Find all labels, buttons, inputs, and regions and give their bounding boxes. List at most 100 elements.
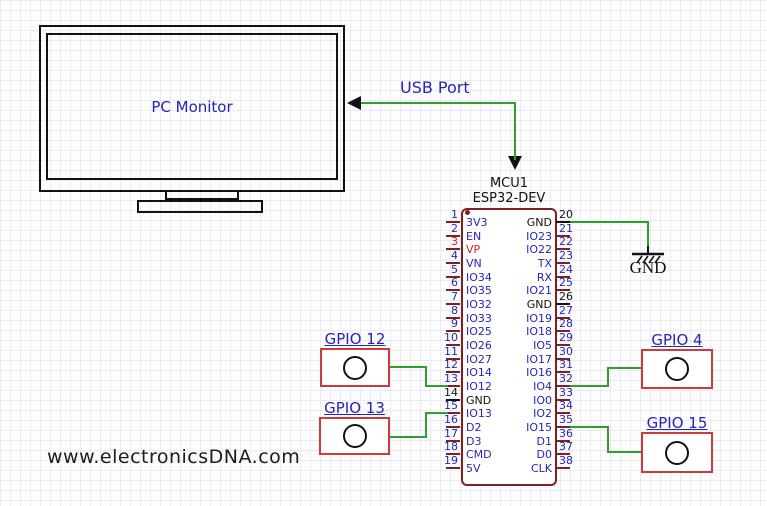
gpio15-box (641, 432, 713, 473)
wire-gpio13-b (425, 412, 427, 438)
gpio15-pad-circle (665, 440, 689, 465)
wire-gnd-stem (647, 246, 649, 254)
pin-stub-27 (556, 316, 570, 319)
pin-stub-7 (446, 303, 460, 306)
wire-gpio12-c (425, 385, 448, 387)
pin-number-23: 23 (559, 249, 573, 262)
pin-number-15: 15 (444, 399, 458, 413)
pin-number-16: 16 (444, 413, 458, 427)
mcu-value: ESP32-DEV (472, 191, 546, 206)
pin-stub-20 (556, 221, 570, 223)
wire-usb-v (514, 102, 516, 160)
wire-gpio13-a (390, 436, 427, 438)
pin-stub-17 (446, 439, 460, 442)
pin-number-20: 20 (559, 208, 573, 221)
pin-stub-34 (556, 412, 570, 415)
pin-name-io22: IO22 (526, 243, 552, 257)
pin-stub-24 (556, 275, 570, 278)
pin-name-io5: IO5 (533, 339, 552, 353)
gpio12-label: GPIO 12 (324, 330, 386, 348)
gpio15-label: GPIO 15 (646, 414, 708, 432)
pin-number-18: 18 (444, 440, 458, 454)
pin-number-22: 22 (559, 235, 573, 249)
pin-stub-28 (556, 330, 570, 333)
pin-name-io33: IO33 (466, 311, 492, 325)
pin-stub-23 (556, 262, 570, 264)
pin-number-19: 19 (444, 454, 458, 468)
pin-stub-29 (556, 344, 570, 347)
pin-name-io34: IO34 (466, 270, 492, 284)
pin-number-8: 8 (451, 303, 458, 317)
pin-name-io19: IO19 (526, 311, 552, 325)
pin-name-vp: VP (466, 243, 481, 257)
pin-number-5: 5 (451, 262, 458, 276)
pin-name-vn: VN (466, 257, 482, 270)
pin-name-io27: IO27 (466, 352, 492, 366)
wire-gnd-h (570, 221, 649, 223)
pin-number-7: 7 (451, 290, 458, 304)
pin-stub-21 (556, 234, 570, 237)
pin-number-30: 30 (559, 344, 573, 358)
gpio4-label: GPIO 4 (651, 331, 703, 349)
pc-monitor-stand-neck (165, 192, 239, 200)
arrowhead-down-icon (508, 156, 522, 170)
gpio4-box (641, 349, 713, 389)
pin-name-io16: IO16 (526, 366, 552, 380)
pin-name-io25: IO25 (466, 325, 492, 339)
pin-name-clk: CLK (530, 462, 552, 476)
pin-name-rx: RX (536, 270, 552, 284)
pin-number-9: 9 (451, 317, 458, 331)
pin-stub-32 (556, 385, 570, 388)
pin-name-d3: D3 (466, 434, 482, 448)
pin-number-21: 21 (559, 221, 573, 235)
pc-monitor-frame (39, 25, 345, 192)
pin-stub-2 (446, 234, 460, 237)
pin-name-io4: IO4 (533, 380, 552, 394)
pin-name-io17: IO17 (526, 352, 552, 366)
pin-stub-9 (446, 330, 460, 333)
pin-name-gnd: GND (466, 393, 492, 407)
pin-stub-1 (446, 221, 460, 223)
pin-number-11: 11 (444, 344, 458, 358)
pin-number-10: 10 (444, 331, 458, 345)
pin-stub-11 (446, 357, 460, 360)
gpio12-box (320, 348, 390, 387)
pin-stub-31 (556, 371, 570, 374)
wire-usb-h (361, 102, 516, 104)
wire-gpio15-c (607, 451, 643, 453)
pin-number-29: 29 (559, 331, 573, 345)
pin-number-24: 24 (559, 262, 573, 276)
pin-stub-12 (446, 371, 460, 374)
pin-name-d0: D0 (536, 448, 552, 462)
esp32-chip-body (461, 208, 557, 486)
pin-stub-22 (556, 248, 570, 251)
pin-number-26: 26 (559, 290, 573, 304)
pin-stub-35 (556, 426, 570, 429)
wire-gpio12-b (425, 366, 427, 387)
pin-stub-6 (446, 289, 460, 292)
pin-name-5v: 5V (466, 462, 481, 476)
arrowhead-left-icon (347, 96, 361, 110)
ground-label: GND (629, 258, 667, 277)
pin-stub-26 (556, 303, 570, 306)
mcu-reference: MCU1 (489, 176, 529, 191)
pin-number-6: 6 (451, 276, 458, 290)
pin-name-io23: IO23 (526, 229, 552, 243)
pin-number-36: 36 (559, 426, 573, 440)
pin-number-2: 2 (451, 221, 458, 235)
pin-name-io15: IO15 (526, 421, 552, 435)
pin-name-io21: IO21 (526, 284, 552, 298)
pin-name-io32: IO32 (466, 298, 492, 312)
pin-name-d1: D1 (536, 434, 552, 448)
pin-stub-15 (446, 412, 460, 415)
pin-name-io12: IO12 (466, 380, 492, 394)
pin-number-13: 13 (444, 372, 458, 386)
pin-name-io18: IO18 (526, 325, 552, 339)
gpio4-pad-circle (665, 357, 689, 381)
pin-number-4: 4 (451, 249, 458, 262)
pin-stub-38 (556, 467, 570, 470)
gpio13-box (319, 417, 390, 455)
pin-name-3v3: 3V3 (466, 216, 488, 229)
usb-port-label: USB Port (400, 78, 470, 97)
wire-gpio15-b (607, 426, 609, 453)
